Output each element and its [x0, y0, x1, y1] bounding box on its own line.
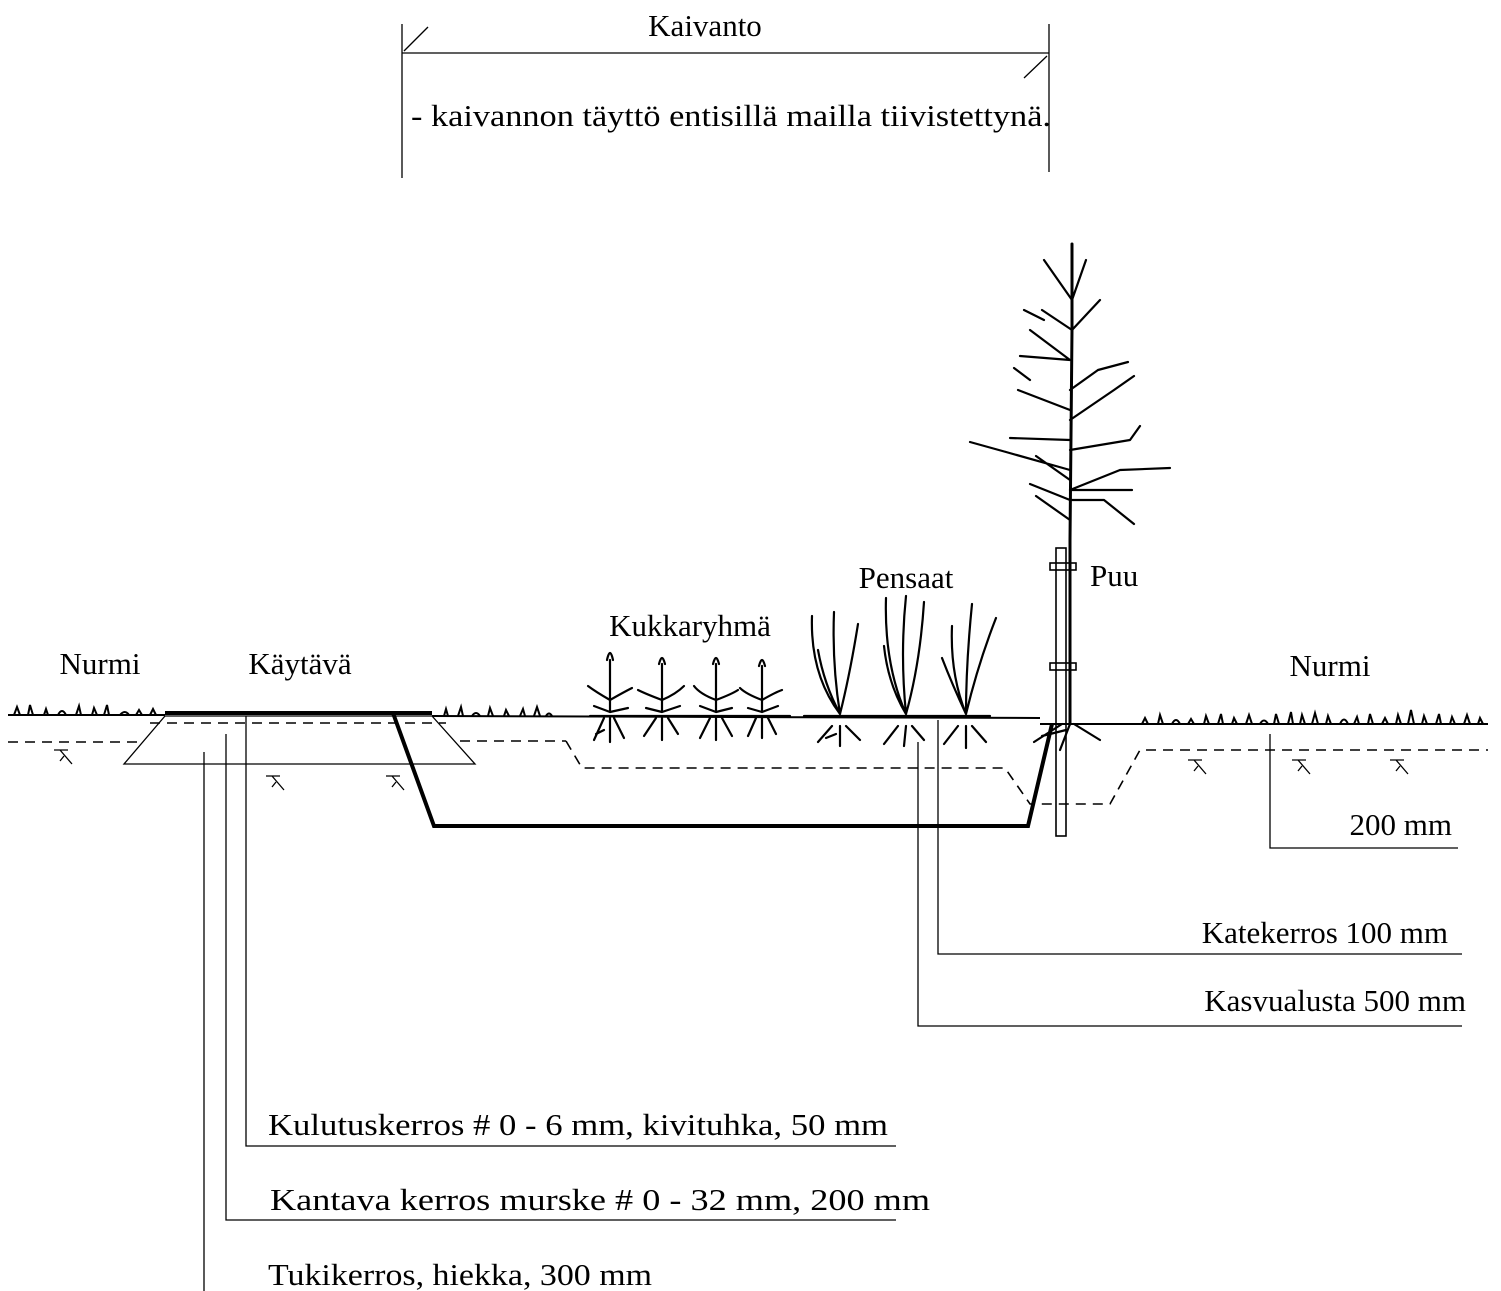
- path-structure: [122, 711, 477, 765]
- planting-pit-outline: [391, 712, 1054, 828]
- label-shrubs: Pensaat: [859, 560, 954, 595]
- ground-hatch-icon: [54, 749, 1409, 791]
- label-wearing-course: Kulutuskerros # 0 - 6 mm, kivituhka, 50 …: [268, 1107, 888, 1142]
- label-growing-medium: Kasvualusta 500 mm: [1204, 983, 1466, 1018]
- leader-growing-medium: Kasvualusta 500 mm: [917, 742, 1466, 1027]
- shrub-icon: [802, 594, 998, 750]
- leader-sub-base: Tukikerros, hiekka, 300 mm: [203, 752, 652, 1291]
- label-sub-base: Tukikerros, hiekka, 300 mm: [268, 1257, 652, 1291]
- leader-base-course: Kantava kerros murske # 0 - 32 mm, 200 m…: [225, 734, 930, 1221]
- grass-tuft-icon: [443, 703, 553, 717]
- grass-tuft-icon: [1141, 709, 1484, 725]
- excavation-title: Kaivanto: [648, 8, 762, 43]
- label-tree: Puu: [1090, 558, 1138, 593]
- label-topsoil-depth: 200 mm: [1350, 807, 1452, 842]
- flower-plant-icon: [586, 651, 792, 744]
- label-flower-group: Kukkaryhmä: [609, 608, 771, 643]
- grass-tuft-icon: [13, 702, 157, 716]
- excavation-note: - kaivannon täyttö entisillä mailla tiiv…: [411, 98, 1051, 133]
- label-base-course: Kantava kerros murske # 0 - 32 mm, 200 m…: [270, 1182, 930, 1217]
- excavation-dimension: Kaivanto - kaivannon täyttö entisillä ma…: [401, 8, 1051, 178]
- label-path: Käytävä: [248, 646, 352, 681]
- label-lawn-left: Nurmi: [60, 646, 141, 681]
- leader-wearing-course: Kulutuskerros # 0 - 6 mm, kivituhka, 50 …: [245, 716, 896, 1147]
- leader-topsoil: 200 mm: [1269, 734, 1458, 849]
- label-mulch: Katekerros 100 mm: [1202, 915, 1448, 950]
- leader-mulch: Katekerros 100 mm: [937, 720, 1462, 955]
- tree-icon: [968, 242, 1172, 837]
- topsoil-boundary: [8, 740, 1488, 805]
- label-lawn-right: Nurmi: [1290, 648, 1371, 683]
